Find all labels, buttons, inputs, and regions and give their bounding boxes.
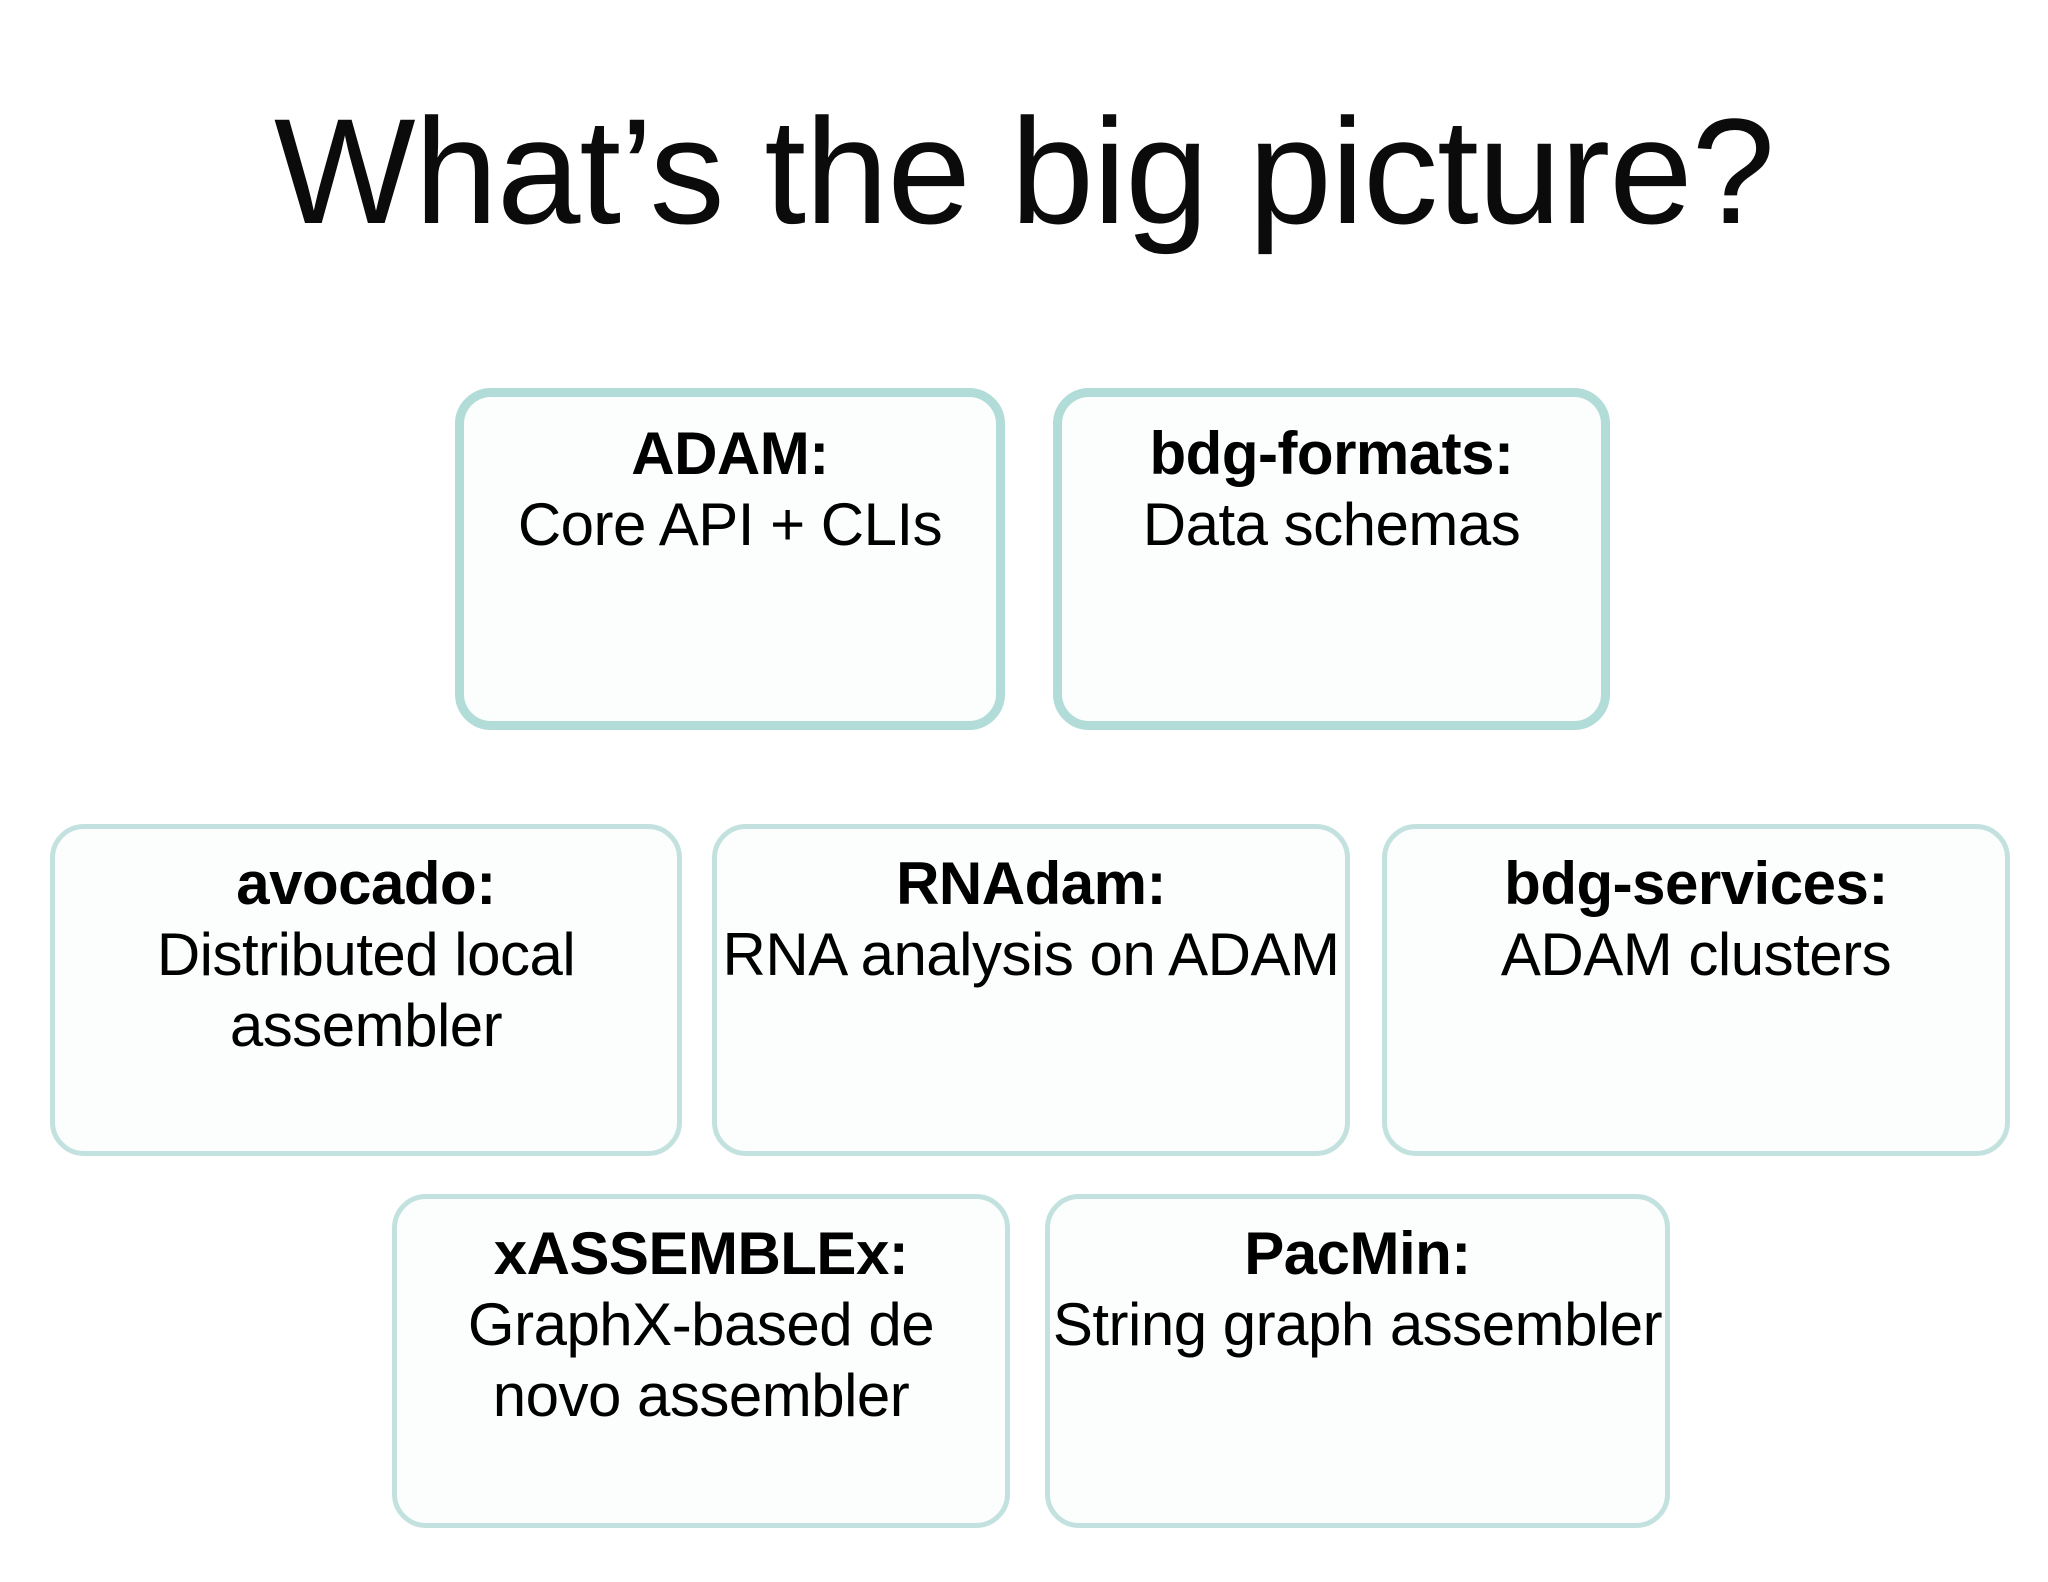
node-title: bdg-services: — [1504, 850, 1888, 917]
node-description: Data schemas — [1142, 490, 1521, 558]
node-title: ADAM: — [631, 420, 829, 487]
node-description: Core API + CLIs — [517, 490, 943, 558]
diagram-node-pacmin[interactable]: PacMin: String graph assembler — [1045, 1194, 1670, 1528]
diagram-node-bdg-services[interactable]: bdg-services: ADAM clusters — [1382, 824, 2010, 1156]
node-title: xASSEMBLEx: — [493, 1220, 909, 1287]
diagram-node-rnadam[interactable]: RNAdam: RNA analysis on ADAM — [712, 824, 1350, 1156]
node-title: RNAdam: — [896, 850, 1166, 917]
diagram-node-adam[interactable]: ADAM: Core API + CLIs — [455, 388, 1005, 730]
diagram-node-xassemblex[interactable]: xASSEMBLEx: GraphX-based de novo assembl… — [392, 1194, 1010, 1528]
diagram-node-bdg-formats[interactable]: bdg-formats: Data schemas — [1053, 388, 1610, 730]
node-description: RNA analysis on ADAM — [722, 920, 1340, 988]
node-title: avocado: — [236, 850, 496, 917]
node-title: bdg-formats: — [1149, 420, 1514, 487]
diagram-node-avocado[interactable]: avocado: Distributed local assembler — [50, 824, 682, 1156]
node-description: Distributed local assembler — [156, 920, 576, 1059]
node-description: GraphX-based de novo assembler — [467, 1290, 935, 1429]
node-title: PacMin: — [1244, 1220, 1471, 1287]
node-description: ADAM clusters — [1500, 920, 1892, 988]
page-title: What’s the big picture? — [273, 87, 1775, 255]
node-description: String graph assembler — [1052, 1290, 1663, 1358]
